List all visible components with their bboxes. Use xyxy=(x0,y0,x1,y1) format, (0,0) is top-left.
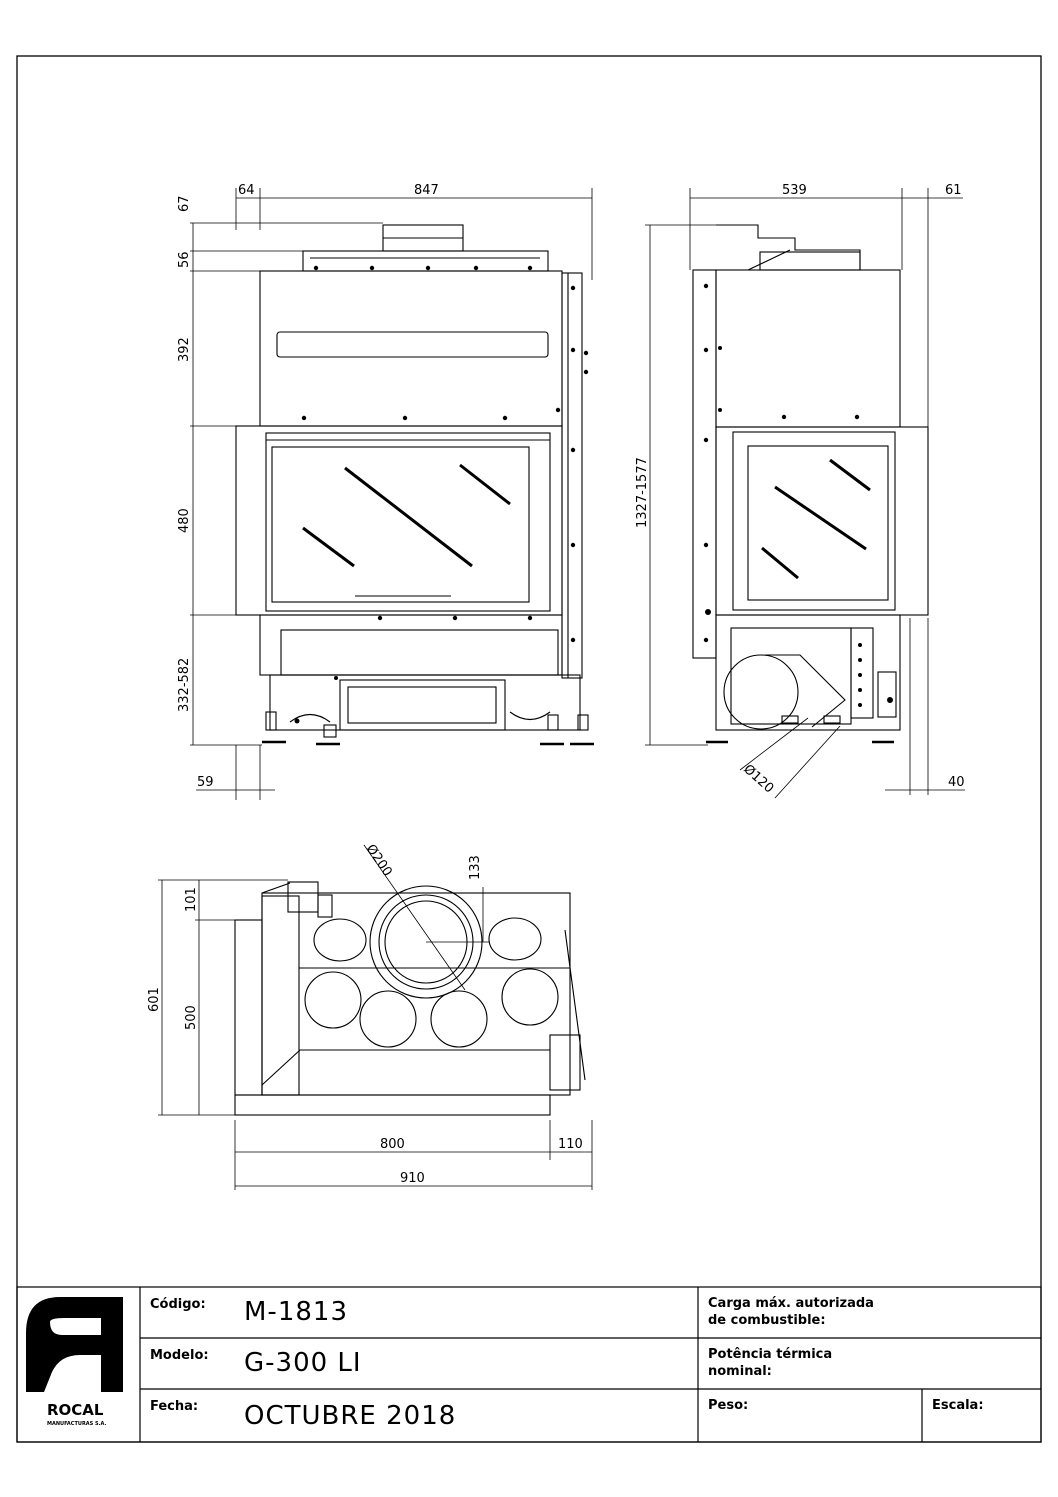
dimension-labels: 64 847 67 56 392 480 332-582 59 539 61 1… xyxy=(147,183,965,1186)
codigo-label: Código: xyxy=(150,1297,206,1312)
dim-top-depth-rear: 101 xyxy=(184,887,199,912)
title-block xyxy=(16,1286,1042,1443)
sheet-border xyxy=(16,55,1042,1443)
dim-front-left-step: 64 xyxy=(238,183,255,198)
modelo-value: G-300 LI xyxy=(244,1348,362,1378)
dim-front-h1: 56 xyxy=(177,251,192,268)
fecha-label: Fecha: xyxy=(150,1399,198,1414)
carga-label-2: de combustible: xyxy=(708,1313,826,1328)
dim-front-h2: 392 xyxy=(177,337,192,362)
carga-label-1: Carga máx. autorizada xyxy=(708,1296,874,1311)
dim-front-h4: 332-582 xyxy=(177,658,192,712)
codigo-value: M-1813 xyxy=(244,1297,348,1327)
dim-top-width-side: 110 xyxy=(558,1137,583,1152)
peso-label: Peso: xyxy=(708,1398,748,1413)
logo-name: ROCAL xyxy=(47,1401,104,1419)
side-view xyxy=(692,224,929,744)
dim-front-h3: 480 xyxy=(177,508,192,533)
dim-top-depth-main: 500 xyxy=(184,1005,199,1030)
side-view-bolts xyxy=(703,283,893,707)
title-block-fields: Código: M-1813 Modelo: G-300 LI Fecha: O… xyxy=(150,1296,984,1431)
top-view-dimension-lines xyxy=(158,844,593,1190)
side-view-dimension-lines xyxy=(645,188,965,799)
escala-label: Escala: xyxy=(932,1398,984,1413)
front-view xyxy=(235,224,594,746)
dim-side-foot-offset: 40 xyxy=(948,775,965,790)
dim-front-top-offset: 67 xyxy=(177,195,192,212)
top-view xyxy=(234,881,586,1116)
dim-front-foot-offset: 59 xyxy=(197,775,214,790)
front-view-dimension-lines xyxy=(190,188,593,800)
potencia-label-2: nominal: xyxy=(708,1364,772,1379)
dim-top-outlet-offset: 133 xyxy=(468,855,483,880)
potencia-label-1: Potência térmica xyxy=(708,1347,832,1362)
rocal-logo: ROCAL MANUFACTURAS S.A. xyxy=(26,1297,123,1427)
dim-front-width: 847 xyxy=(414,183,439,198)
dim-top-outlet: Ø200 xyxy=(363,842,395,879)
modelo-label: Modelo: xyxy=(150,1348,209,1363)
dim-side-depth: 539 xyxy=(782,183,807,198)
dim-side-back-offset: 61 xyxy=(945,183,962,198)
front-view-bolts xyxy=(294,265,589,724)
logo-subtitle: MANUFACTURAS S.A. xyxy=(47,1421,106,1427)
dim-top-width-total: 910 xyxy=(400,1171,425,1186)
fecha-value: OCTUBRE 2018 xyxy=(244,1401,456,1431)
dim-side-duct: Ø120 xyxy=(740,762,776,797)
dim-side-height: 1327-1577 xyxy=(635,457,650,528)
dim-top-depth-total: 601 xyxy=(147,987,162,1012)
dim-top-width-main: 800 xyxy=(380,1137,405,1152)
